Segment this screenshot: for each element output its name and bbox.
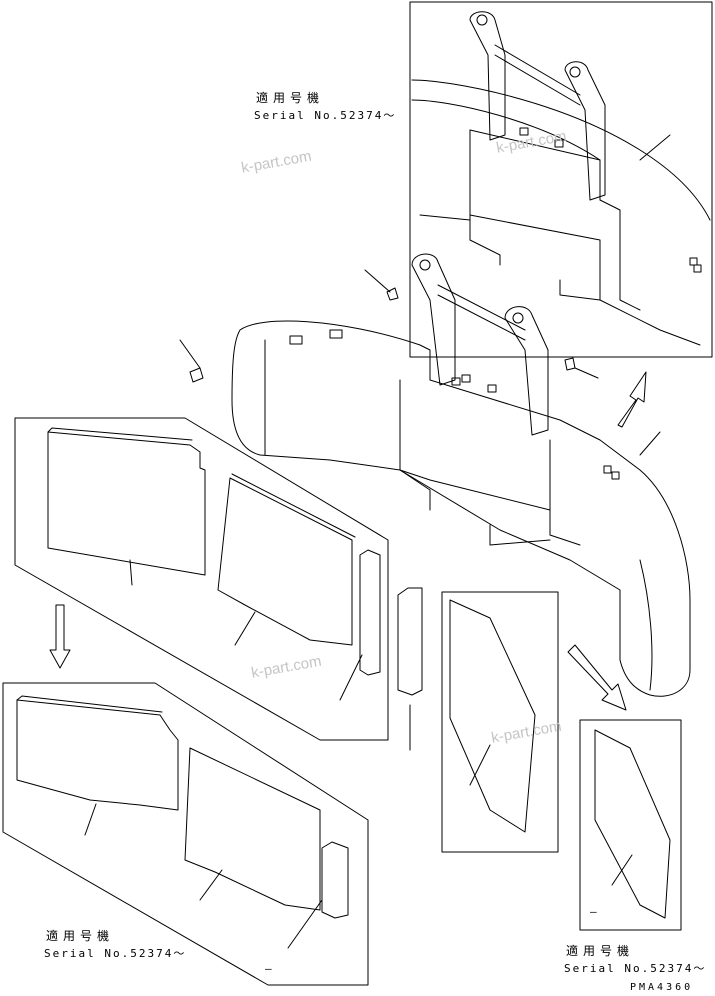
- spacer-block: [397, 587, 423, 696]
- panel-group-upper: [14, 417, 389, 741]
- box-frame: [441, 591, 559, 853]
- bolt-head: [519, 127, 529, 136]
- group-frame: [14, 417, 389, 741]
- counterweight-notch: [399, 469, 431, 511]
- bolt-head: [554, 139, 564, 148]
- cover-panel-center: [217, 477, 353, 646]
- cover-panel-left: [47, 431, 206, 576]
- serial-note-en: Serial No.52374～: [254, 109, 397, 122]
- leader-line: [84, 803, 97, 836]
- block-top: [469, 129, 601, 201]
- bolt-head: [461, 374, 471, 383]
- lifting-eye-left-hole: [419, 259, 431, 271]
- leader-line: [129, 559, 133, 586]
- cover-panel-center: [184, 747, 321, 911]
- leader-line: [469, 744, 491, 786]
- lifting-eye-right-hole: [512, 312, 524, 324]
- leader-line: [364, 269, 391, 293]
- bolt-head: [603, 465, 612, 474]
- serial-note-jp: 適用号機: [566, 944, 635, 958]
- direction-arrow-diagonal: [567, 644, 627, 711]
- block-side: [599, 199, 641, 311]
- cover-panel-left-top: [47, 427, 193, 441]
- panel-box-center: [441, 591, 559, 853]
- counterweight-face: [469, 129, 701, 346]
- spacer-plate: [359, 549, 381, 676]
- bolt-head: [329, 329, 343, 339]
- lifting-bar: [494, 44, 581, 106]
- counterweight-outline: [231, 320, 691, 697]
- leader-line: [179, 339, 201, 369]
- lifting-eye-left-hole: [476, 14, 488, 26]
- counterweight-side: [549, 439, 581, 546]
- leader-line: [639, 431, 661, 456]
- leader-line: [419, 214, 471, 221]
- spacer-plate: [321, 841, 349, 919]
- small-mark: –: [590, 905, 599, 918]
- bolt-head: [689, 257, 698, 266]
- leader-line: [611, 854, 633, 886]
- leader-line: [639, 134, 671, 161]
- small-mark: –: [265, 962, 274, 975]
- leader-line: [287, 899, 323, 949]
- bolt-head: [289, 335, 303, 345]
- plug: [189, 367, 204, 383]
- cover-panel-center-top: [231, 473, 356, 538]
- detail-inset-top: [409, 1, 713, 358]
- counterweight-main: [179, 253, 691, 697]
- lifting-eye-right: [564, 61, 606, 201]
- inset-frame: [409, 1, 713, 358]
- box-frame: [579, 719, 682, 931]
- lifting-eye-right-hole: [569, 66, 581, 78]
- serial-note-jp: 適用号機: [46, 929, 115, 943]
- lifting-eye-left: [469, 11, 506, 141]
- leader-line: [574, 367, 599, 379]
- block-bottom-left: [469, 214, 501, 266]
- direction-arrow-down: [49, 604, 71, 669]
- direction-arrow: [617, 371, 647, 428]
- lifting-eye-left: [411, 253, 456, 386]
- lifting-eye-right: [504, 306, 549, 436]
- drawing-code: PMA4360: [630, 982, 694, 993]
- cover-panel-left: [16, 699, 179, 811]
- bolt-head: [487, 384, 497, 393]
- serial-note-jp: 適用号機: [256, 91, 325, 105]
- bolt-head: [693, 264, 702, 273]
- group-frame: [2, 682, 369, 986]
- counterweight-inner-edge: [411, 99, 601, 161]
- bolt-head: [451, 377, 461, 386]
- lifting-bar: [437, 284, 526, 341]
- plug: [386, 287, 399, 301]
- leader-line: [339, 654, 363, 701]
- leader-line: [234, 611, 256, 646]
- serial-note-en: Serial No.52374～: [564, 962, 707, 975]
- counterweight-top-edge: [411, 79, 711, 221]
- leader-line: [199, 869, 223, 901]
- counterweight-curve: [639, 559, 653, 691]
- cover-panel-left-top: [16, 695, 163, 713]
- counterweight-notch: [489, 524, 551, 546]
- counterweight-front: [399, 379, 551, 536]
- panel-box-right: [579, 719, 682, 931]
- bolt-head: [611, 471, 620, 480]
- block-bottom-right: [559, 279, 601, 301]
- serial-note-en: Serial No.52374～: [44, 947, 187, 960]
- side-plate: [594, 729, 671, 919]
- plug: [564, 357, 576, 371]
- side-plate: [449, 599, 536, 833]
- panel-group-lower: [2, 682, 369, 986]
